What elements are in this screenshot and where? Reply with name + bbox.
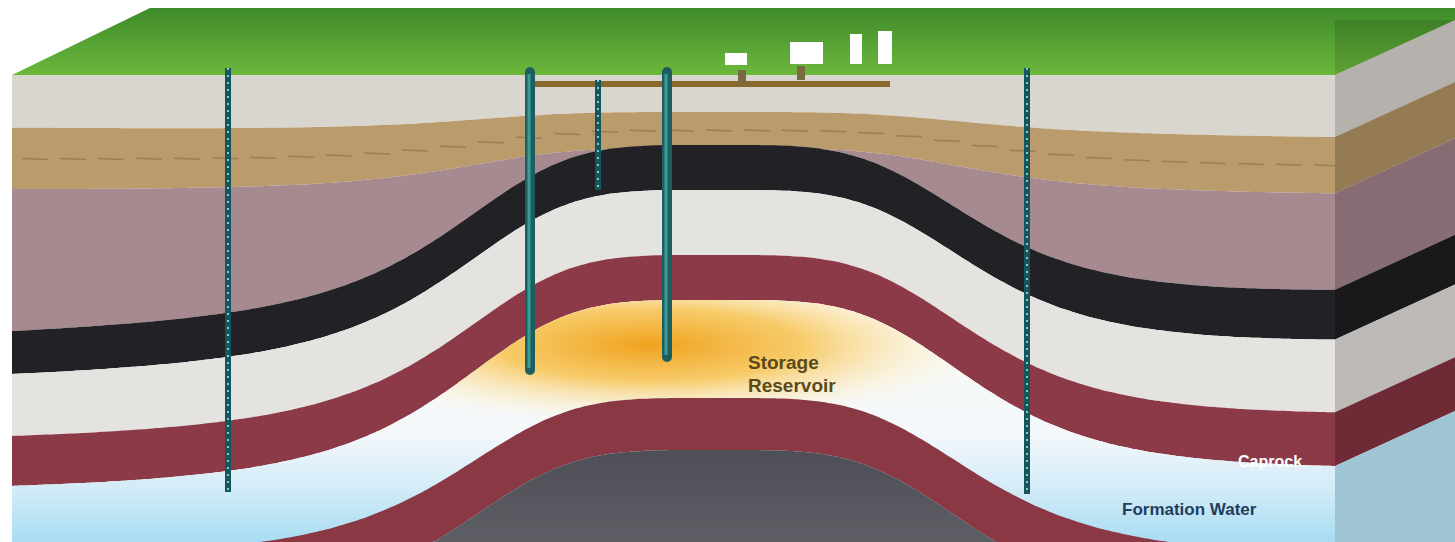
stone-texture	[22, 158, 48, 159]
stone-texture	[250, 157, 276, 158]
stone-texture	[972, 146, 998, 147]
reservoir-label: Storage Reservoir	[748, 352, 866, 398]
stone-texture	[60, 158, 86, 159]
stone-texture	[1200, 163, 1226, 164]
stone-texture	[440, 146, 466, 147]
stone-texture	[554, 134, 580, 135]
monitoring-well-dots	[597, 80, 599, 190]
injection-well	[662, 72, 672, 357]
injection-well-highlight	[665, 74, 668, 355]
stone-texture	[744, 130, 770, 131]
facility-building	[878, 31, 892, 64]
facility-building	[725, 53, 747, 65]
facility-building	[790, 42, 823, 64]
stone-texture	[896, 136, 922, 137]
stone-texture	[478, 142, 504, 143]
stone-texture	[706, 130, 732, 131]
monitoring-well	[1024, 68, 1030, 494]
stone-texture	[1238, 164, 1264, 165]
caprock-label: Caprock	[1238, 452, 1328, 471]
surface-pipeline	[530, 81, 890, 87]
injection-well-highlight	[528, 74, 531, 368]
block-side-face	[1335, 20, 1455, 542]
injection-well	[525, 72, 535, 370]
stone-texture	[1162, 161, 1188, 162]
formation-water-label: Formation Water	[1122, 500, 1322, 520]
caprock-label: Caprock	[1238, 452, 1328, 471]
stone-texture	[1010, 150, 1036, 151]
monitoring-well-dots	[1026, 68, 1028, 494]
stone-texture	[402, 150, 428, 151]
stone-texture	[98, 158, 124, 159]
ground-surface	[12, 8, 1455, 75]
stone-texture	[782, 130, 808, 131]
wellhead	[797, 66, 805, 80]
facility-building	[850, 34, 862, 64]
stone-texture	[820, 131, 846, 132]
monitoring-well-dots	[227, 68, 229, 492]
monitoring-well	[595, 80, 601, 190]
stone-texture	[174, 158, 200, 159]
stone-texture	[136, 158, 162, 159]
formation-water-label: Formation Water	[1122, 500, 1322, 520]
stone-texture	[1276, 164, 1302, 165]
side-shade	[1335, 20, 1455, 542]
stone-texture	[288, 156, 314, 157]
basement-rock	[12, 450, 1335, 542]
reservoir-label: Storage Reservoir	[748, 352, 866, 398]
stone-texture	[364, 153, 390, 154]
wellhead	[738, 70, 746, 84]
stone-texture	[1124, 160, 1150, 161]
stone-texture	[934, 140, 960, 141]
stone-texture	[858, 132, 884, 133]
stone-texture	[1086, 157, 1112, 158]
stone-texture	[630, 130, 656, 131]
stone-texture	[1048, 154, 1074, 155]
monitoring-well	[225, 68, 231, 492]
stone-texture	[326, 155, 352, 156]
